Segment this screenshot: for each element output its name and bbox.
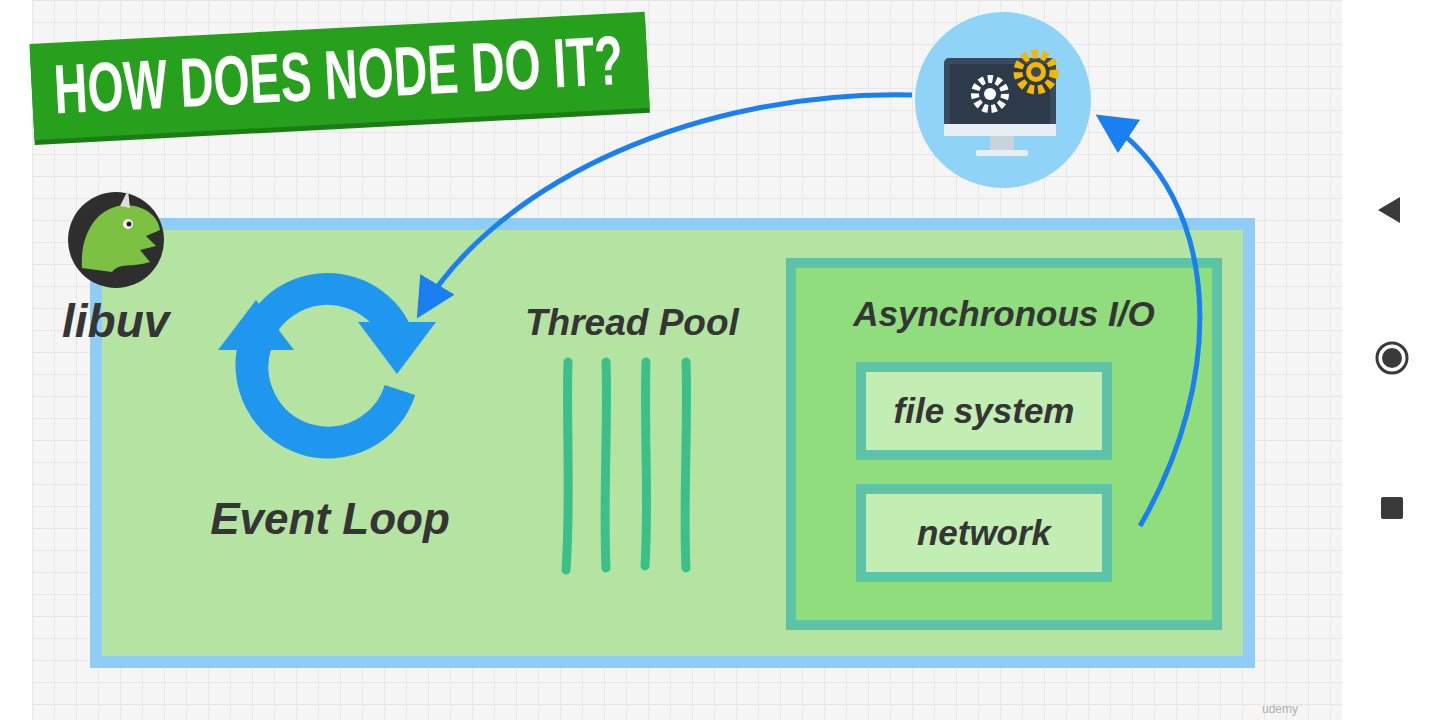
process-box: network xyxy=(856,484,1112,582)
thread-lines xyxy=(566,362,686,570)
box-label: file system xyxy=(894,391,1075,431)
label-holder: Thread Pool xyxy=(525,302,739,344)
label-holder: Event Loop xyxy=(210,494,450,544)
io-group-box: Asynchronous I/O file system network xyxy=(786,258,1222,630)
box-label: network xyxy=(917,513,1051,553)
nav-buttons xyxy=(1377,197,1407,519)
flow-arrow xyxy=(422,95,912,310)
computer-icon xyxy=(915,12,1091,188)
component-label: Event Loop xyxy=(210,494,450,544)
flow-arrow xyxy=(1104,120,1200,526)
label-holder: udemy xyxy=(1262,699,1298,717)
group-heading: Asynchronous I/O xyxy=(796,294,1212,334)
event-loop-icon xyxy=(218,289,436,443)
region-label: libuv xyxy=(62,294,169,348)
component-label: Thread Pool xyxy=(525,302,739,344)
process-box: file system xyxy=(856,362,1112,460)
title-text: HOW DOES NODE DO IT? xyxy=(52,25,625,124)
watermark: udemy xyxy=(1262,702,1298,716)
libuv-region: libuvAsynchronous I/Ofile systemnetwork xyxy=(90,218,1255,668)
dino-avatar xyxy=(68,190,164,288)
